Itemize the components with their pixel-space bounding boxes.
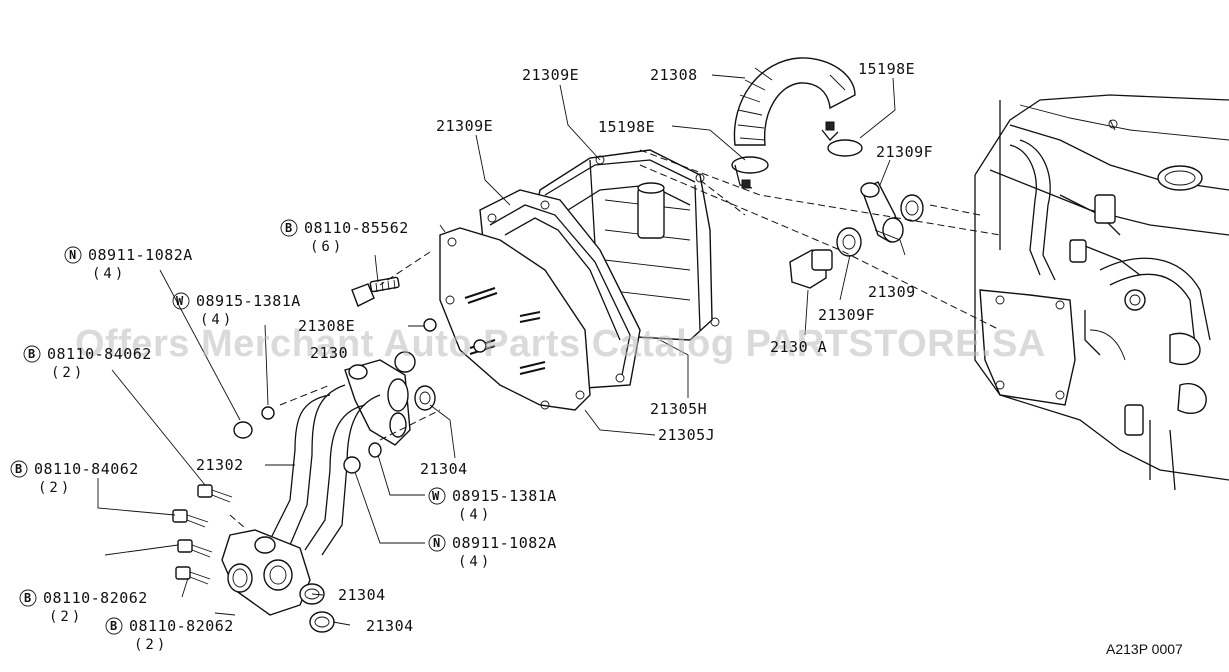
symbol-n: N — [433, 536, 440, 550]
label-bolt-82062-a: B 08110-82062 (2) — [19, 589, 148, 625]
label-bolt-84062-mid: B 08110-84062 (2) — [10, 460, 139, 496]
label-15198e-mid: 15198E — [598, 118, 655, 136]
label-washer-1381a-bot: W 08915-1381A (4) — [428, 487, 557, 523]
label-08915-1381a-bot-qty: (4) — [458, 507, 492, 523]
label-nut-1082a-top: N 08911-1082A (4) — [64, 246, 193, 282]
label-08915-1381a-bot: 08915-1381A — [452, 487, 557, 505]
assembly-lines — [229, 149, 1001, 529]
label-08110-82062-b-qty: (2) — [134, 637, 168, 653]
label-2130a: 2130 A — [770, 338, 827, 356]
label-08110-82062-b: 08110-82062 — [129, 617, 234, 635]
label-08110-82062-a-qty: (2) — [49, 609, 83, 625]
label-21308: 21308 — [650, 66, 698, 84]
label-21309f-top: 21309F — [876, 143, 933, 161]
label-21308e: 21308E — [298, 317, 355, 335]
fittings — [789, 181, 924, 289]
label-nut-1082a-bot: N 08911-1082A (4) — [428, 534, 557, 570]
symbol-n: N — [69, 248, 76, 262]
diagram-code: A213P 0007 — [1106, 641, 1183, 657]
label-08110-84062-mid: 08110-84062 — [34, 460, 139, 478]
label-2130-hidden: 2130 — [310, 344, 348, 362]
symbol-b: B — [285, 221, 292, 235]
coolant-hose — [731, 57, 863, 189]
label-08110-85562-qty: (6) — [310, 239, 344, 255]
label-21304-mid: 21304 — [420, 460, 468, 478]
label-bolt-82062-b: B 08110-82062 (2) — [105, 617, 234, 653]
label-08110-84062-top: 08110-84062 — [47, 345, 152, 363]
leader-lines — [97, 74, 906, 626]
label-21309: 21309 — [868, 283, 916, 301]
label-21309e-top: 21309E — [522, 66, 579, 84]
label-08915-1381a-top: 08915-1381A — [196, 292, 301, 310]
cooler-tubes — [221, 359, 411, 616]
label-21309f-mid: 21309F — [818, 306, 875, 324]
label-08911-1082a-top: 08911-1082A — [88, 246, 193, 264]
watermark: Offers Merchant Auto Parts Catalog PARTS… — [75, 323, 1046, 365]
label-21305j: 21305J — [658, 426, 715, 444]
label-21302: 21302 — [196, 456, 244, 474]
label-bolt-84062-top: B 08110-84062 (2) — [23, 345, 152, 381]
label-21304-bot: 21304 — [366, 617, 414, 635]
label-08110-82062-a: 08110-82062 — [43, 589, 148, 607]
symbol-w: W — [176, 294, 184, 308]
label-08110-85562: 08110-85562 — [304, 219, 409, 237]
label-08911-1082a-bot: 08911-1082A — [452, 534, 557, 552]
label-08911-1082a-bot-qty: (4) — [458, 554, 492, 570]
label-washer-1381a-top: W 08915-1381A (4) — [172, 292, 301, 328]
symbol-b: B — [24, 591, 31, 605]
label-08915-1381a-top-qty: (4) — [200, 312, 234, 328]
label-08110-84062-mid-qty: (2) — [38, 480, 72, 496]
label-bolt-85562: B 08110-85562 (6) — [280, 219, 409, 255]
label-08110-84062-top-qty: (2) — [51, 365, 85, 381]
label-15198e-top: 15198E — [858, 60, 915, 78]
label-21305h: 21305H — [650, 400, 707, 418]
oil-cooler-housing — [479, 149, 720, 389]
engine-block — [974, 94, 1229, 491]
symbol-b: B — [110, 619, 117, 633]
label-21304-low: 21304 — [338, 586, 386, 604]
cooler-element-plate — [423, 227, 591, 411]
part-labels: 21309E 21308 15198E 21309E 15198E 21309F… — [10, 60, 933, 653]
label-21309e-left: 21309E — [436, 117, 493, 135]
label-08911-1082a-top-qty: (4) — [92, 266, 126, 282]
symbol-b: B — [28, 347, 35, 361]
symbol-w: W — [432, 489, 440, 503]
symbol-b: B — [15, 462, 22, 476]
